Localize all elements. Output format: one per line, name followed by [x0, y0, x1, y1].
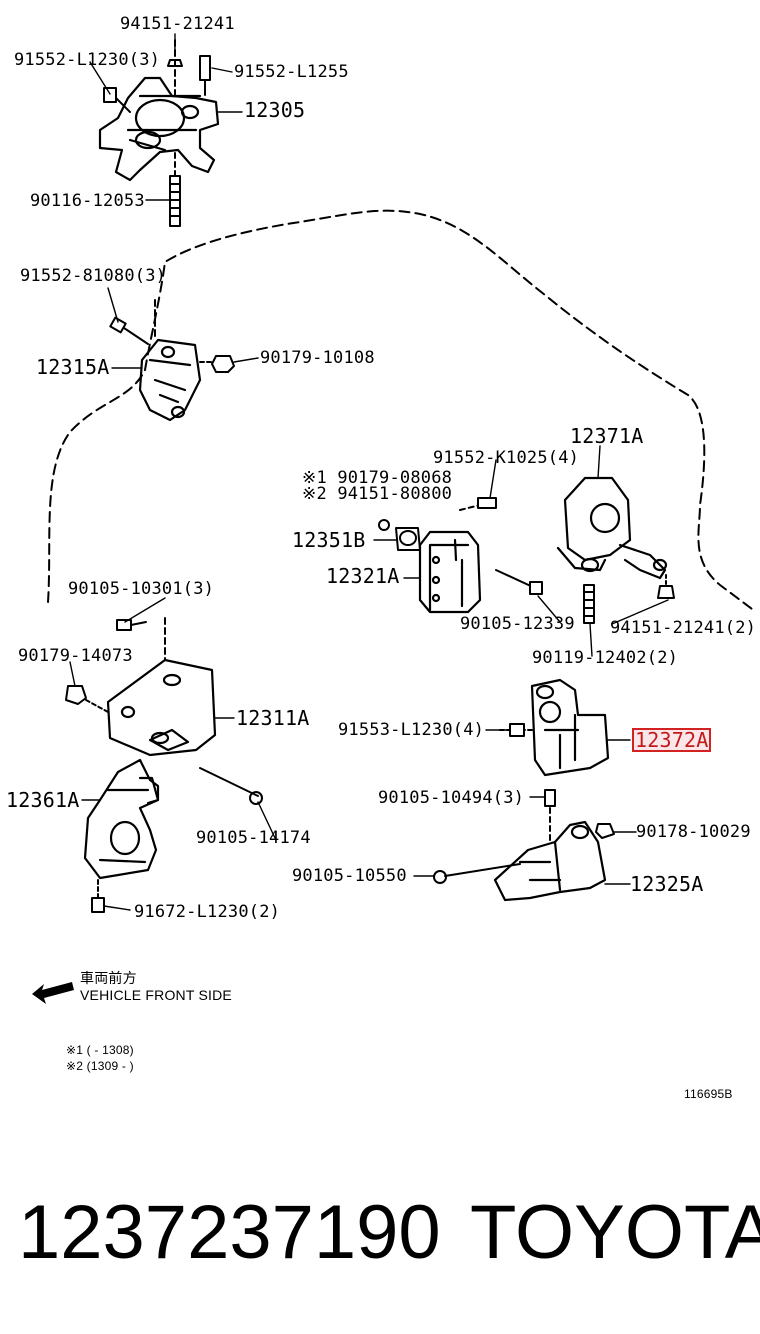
label-90105-14174: 90105-14174 — [196, 828, 311, 848]
nut-90179-10108-icon — [211, 355, 235, 373]
part-12305-mount — [98, 76, 220, 182]
washer-90179-08068-icon — [378, 519, 390, 531]
label-90179-08068: ※1 90179-08068 — [302, 468, 453, 488]
label-12351B: 12351B — [292, 528, 366, 552]
label-91552-L1230-3: 91552-L1230(3) — [14, 50, 161, 70]
label-12325A: 12325A — [630, 872, 704, 896]
nut-94151-icon — [167, 59, 183, 67]
legend-front-jp: 車両前方 — [80, 970, 137, 986]
label-12311A: 12311A — [236, 706, 310, 730]
label-90105-10494-3: 90105-10494(3) — [378, 788, 525, 808]
label-12321A: 12321A — [326, 564, 400, 588]
label-90105-12339: 90105-12339 — [460, 614, 575, 634]
diagram-id: 116695B — [684, 1087, 733, 1101]
label-94151-21241: 94151-21241 — [120, 14, 235, 34]
engine-outline — [47, 209, 757, 613]
label-90105-10550: 90105-10550 — [292, 866, 407, 886]
label-12372A-highlighted: 12372A — [632, 728, 712, 752]
legend-front-en: VEHICLE FRONT SIDE — [80, 987, 232, 1003]
label-91672-L1230-2: 91672-L1230(2) — [134, 902, 281, 922]
label-12361A: 12361A — [6, 788, 80, 812]
part-12321A-bracket — [418, 530, 482, 614]
part-12315A-bracket — [138, 338, 202, 422]
label-12371A: 12371A — [570, 424, 644, 448]
label-90179-10108: 90179-10108 — [260, 348, 375, 368]
part-12371A-mount — [556, 476, 668, 580]
legend-note-1: ※1 ( - 1308) — [66, 1043, 134, 1057]
footer-brand: TOYOTA — [470, 1190, 760, 1275]
part-12311A-bracket — [106, 658, 217, 757]
label-91553-L1230-4: 91553-L1230(4) — [338, 720, 485, 740]
nut-94151-21241-icon — [657, 585, 675, 599]
nut-90178-10029-icon — [595, 823, 615, 839]
label-90119-12402-2: 90119-12402(2) — [532, 648, 679, 668]
label-91552-81080-3: 91552-81080(3) — [20, 266, 167, 286]
label-90105-10301-3: 90105-10301(3) — [68, 579, 215, 599]
part-12325A-bracket — [493, 820, 607, 902]
vehicle-front-arrow-icon — [32, 982, 74, 1004]
label-12305: 12305 — [244, 98, 306, 122]
label-90179-14073: 90179-14073 — [18, 646, 133, 666]
leader-lines — [69, 33, 669, 911]
footer-part-number: 1237237190 — [18, 1190, 441, 1275]
label-94151-80800: ※2 94151-80800 — [302, 484, 453, 504]
label-91552-K1025-4: 91552-K1025(4) — [433, 448, 580, 468]
part-12372A-mount — [530, 678, 610, 777]
label-94151-21241-2: 94151-21241(2) — [610, 618, 757, 638]
nut-90179-14073-icon — [65, 685, 87, 705]
label-90178-10029: 90178-10029 — [636, 822, 751, 842]
legend-note-2: ※2 (1309 - ) — [66, 1059, 134, 1073]
label-91552-L1255: 91552-L1255 — [234, 62, 349, 82]
bushing-12351B — [395, 527, 421, 551]
label-90116-12053: 90116-12053 — [30, 191, 145, 211]
part-12361A-mount — [83, 758, 160, 880]
label-12315A: 12315A — [36, 355, 110, 379]
